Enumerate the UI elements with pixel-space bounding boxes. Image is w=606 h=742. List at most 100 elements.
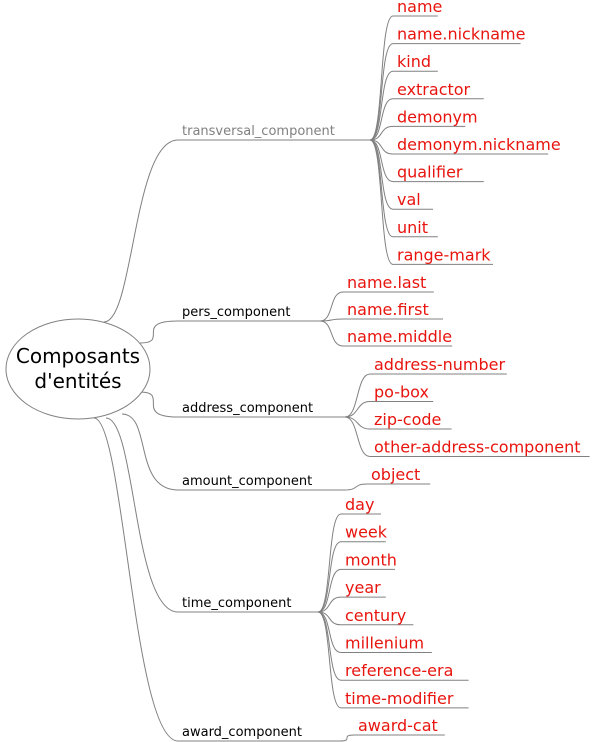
leaf-label: reference-era (345, 661, 453, 680)
leaf-object[interactable]: object (367, 465, 431, 485)
leaf-time-modifier[interactable]: time-modifier (341, 689, 469, 709)
leaf-award-cat[interactable]: award-cat (354, 716, 445, 736)
leaf-label: award-cat (358, 716, 438, 735)
edge-leaf (369, 70, 394, 141)
edge-leaf (319, 320, 344, 347)
edge-leaf (369, 43, 394, 141)
leaf-name.middle[interactable]: name.middle (343, 327, 453, 347)
branch-nodes: transversal_component name name.nickname ki… (178, 0, 590, 742)
leaf-label: day (345, 495, 374, 514)
edge-leaf (344, 401, 371, 418)
leaf-month[interactable]: month (341, 550, 397, 570)
leaf-label: name.last (347, 273, 426, 292)
leaf-reference-era[interactable]: reference-era (341, 661, 469, 681)
edge-leaf (317, 611, 342, 709)
leaf-day[interactable]: day (341, 495, 381, 515)
leaf-year[interactable]: year (341, 578, 386, 598)
leaf-demonym.nickname[interactable]: demonym.nickname (393, 135, 561, 155)
edge-leaf (369, 139, 394, 265)
branch-label: address_component (182, 401, 313, 416)
edge-leaf (344, 416, 371, 430)
leaf-label: demonym.nickname (397, 135, 561, 154)
root-title-line2: d'entités (34, 369, 121, 393)
edge-leaf (319, 291, 344, 322)
branch-amount_component[interactable]: amount_component object (178, 465, 431, 491)
leaf-label: name.nickname (397, 25, 525, 44)
branch-pers_component[interactable]: pers_component name.last name.first name.mi… (178, 273, 453, 347)
leaf-label: week (345, 523, 388, 542)
branch-label: transversal_component (182, 124, 335, 139)
edge-leaf (369, 139, 394, 238)
edge-leaf (369, 98, 394, 141)
edge-leaf (369, 125, 394, 141)
leaf-label: millenium (345, 634, 424, 653)
leaf-address-number[interactable]: address-number (370, 355, 507, 375)
edge-leaf (344, 483, 368, 491)
edge-root-amount_component (121, 413, 179, 491)
leaf-demonym[interactable]: demonym (393, 107, 478, 127)
leaf-week[interactable]: week (341, 523, 388, 543)
edge-root-time_component (105, 417, 179, 613)
leaf-century[interactable]: century (341, 606, 414, 626)
branch-address_component[interactable]: address_component address-number po-box zip… (178, 355, 590, 457)
edge-leaf (317, 541, 342, 613)
branch-award_component[interactable]: award_component award-cat (178, 716, 445, 742)
branch-transversal_component[interactable]: transversal_component name name.nickname ki… (178, 0, 561, 265)
branch-label: pers_component (182, 305, 290, 320)
leaf-label: extractor (397, 80, 471, 99)
branch-label: amount_component (182, 474, 312, 489)
edge-root-pers_component (139, 320, 179, 344)
edge-root-award_component (93, 417, 179, 742)
edge-leaf (339, 734, 355, 742)
leaf-label: address-number (374, 355, 506, 374)
edge-root-transversal_component (103, 139, 179, 323)
branch-time_component[interactable]: time_component day week month year century mil… (178, 495, 469, 709)
edge-leaf (317, 568, 342, 613)
leaf-unit[interactable]: unit (393, 218, 438, 238)
edge-leaf (369, 15, 394, 141)
leaf-label: val (397, 190, 421, 209)
leaf-name.nickname[interactable]: name.nickname (393, 25, 525, 45)
leaf-kind[interactable]: kind (393, 52, 438, 72)
connector-lines (93, 15, 394, 742)
leaf-label: range-mark (397, 245, 491, 264)
branch-label: time_component (182, 596, 291, 611)
edge-leaf (317, 596, 342, 613)
leaf-label: name.middle (347, 327, 452, 346)
leaf-zip-code[interactable]: zip-code (370, 410, 452, 430)
root-title-line1: Composants (16, 344, 140, 368)
leaf-label: unit (397, 218, 428, 237)
leaf-label: kind (397, 52, 431, 71)
leaf-po-box[interactable]: po-box (370, 383, 434, 402)
edge-leaf (344, 373, 371, 418)
edge-leaf (317, 513, 342, 613)
edge-leaf (317, 611, 342, 681)
leaf-label: year (345, 578, 381, 597)
edge-leaf (344, 416, 371, 457)
leaf-range-mark[interactable]: range-mark (393, 245, 493, 265)
leaf-label: time-modifier (345, 689, 454, 708)
leaf-label: month (345, 550, 397, 569)
leaf-name.first[interactable]: name.first (343, 300, 443, 320)
branch-label: award_component (182, 725, 302, 740)
leaf-label: object (371, 465, 420, 484)
leaf-name[interactable]: name (393, 0, 442, 17)
leaf-other-address-component[interactable]: other-address-component (370, 438, 590, 457)
leaf-qualifier[interactable]: qualifier (393, 163, 484, 183)
root-node[interactable]: Composants d'entités (5, 318, 151, 420)
leaf-label: zip-code (374, 410, 441, 429)
leaf-label: demonym (397, 107, 478, 126)
leaf-val[interactable]: val (393, 190, 433, 210)
leaf-name.last[interactable]: name.last (343, 273, 434, 293)
leaf-label: po-box (374, 383, 429, 402)
leaf-label: qualifier (397, 163, 463, 182)
edge-root-address_component (139, 391, 179, 418)
leaf-extractor[interactable]: extractor (393, 80, 484, 100)
leaf-label: name.first (347, 300, 429, 319)
leaf-label: name (397, 0, 442, 16)
root-ellipse (5, 318, 151, 420)
leaf-label: century (345, 606, 406, 625)
leaf-millenium[interactable]: millenium (341, 634, 432, 653)
leaf-label: other-address-component (374, 438, 581, 457)
